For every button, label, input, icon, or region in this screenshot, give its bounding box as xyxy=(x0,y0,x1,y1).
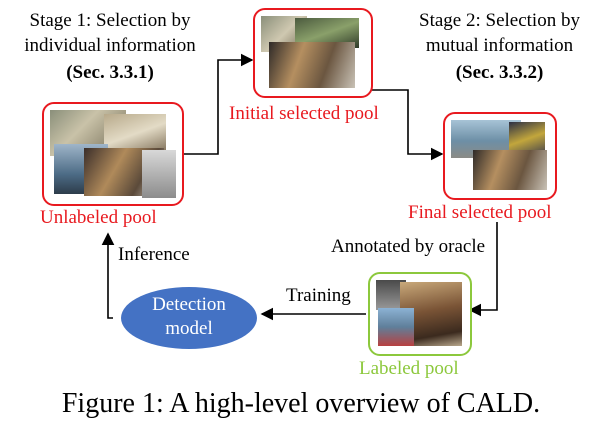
unlabeled-pool-box xyxy=(42,102,184,206)
photo-thumbnail xyxy=(378,308,414,346)
stage1-line1: Stage 1: Selection by xyxy=(29,10,191,31)
figure-caption: Figure 1: A high-level overview of CALD. xyxy=(61,388,541,419)
initial-pool-label: Initial selected pool xyxy=(229,103,379,124)
unlabeled-pool-label: Unlabeled pool xyxy=(40,207,157,228)
detection-model-label: Detection model xyxy=(121,293,257,341)
photo-thumbnail xyxy=(104,114,166,154)
arrow-unlabeled-to-initial xyxy=(182,53,254,155)
stage2-line1: Stage 2: Selection by xyxy=(419,10,580,31)
arrow-model-to-unlabeled xyxy=(101,232,115,319)
stage1-ref: (Sec. 3.3.1) xyxy=(66,62,154,83)
photo-thumbnail xyxy=(269,42,355,88)
detection-model-line2: model xyxy=(165,318,213,339)
stage1-line2: individual information xyxy=(24,35,196,56)
inference-label: Inference xyxy=(118,244,190,265)
stage2-line2: mutual information xyxy=(425,35,574,56)
photo-thumbnail xyxy=(142,150,176,198)
annotated-by-oracle-label: Annotated by oracle xyxy=(331,236,486,257)
final-pool-label: Final selected pool xyxy=(408,202,552,223)
detection-model-line1: Detection xyxy=(152,294,226,315)
photo-thumbnail xyxy=(473,150,547,190)
labeled-pool-label: Labeled pool xyxy=(359,358,459,379)
stage2-ref: (Sec. 3.3.2) xyxy=(455,62,544,83)
labeled-pool-box xyxy=(368,272,472,356)
arrow-final-to-labeled xyxy=(468,222,498,317)
detection-model-node xyxy=(121,287,257,349)
final-pool-box xyxy=(443,112,557,200)
training-label: Training xyxy=(286,285,351,306)
arrow-initial-to-final xyxy=(370,89,444,161)
initial-pool-box xyxy=(253,8,373,98)
